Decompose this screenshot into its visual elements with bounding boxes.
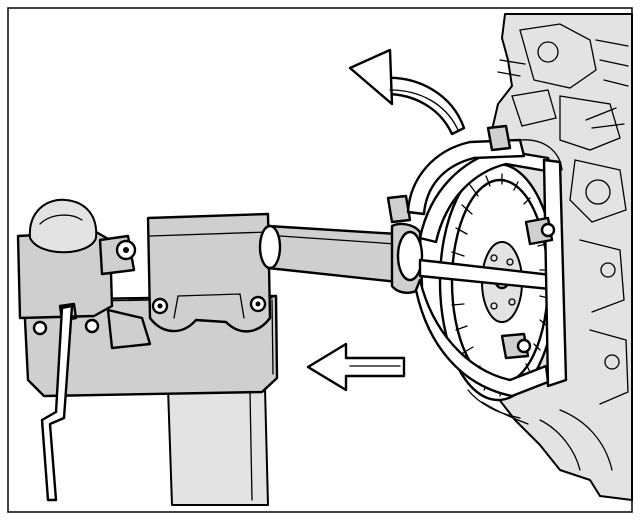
cage-bar-right <box>542 158 568 388</box>
stand-post <box>167 387 269 506</box>
curved-arrow-icon <box>348 48 466 136</box>
cage-adapter <box>386 124 568 398</box>
clamp-block <box>146 212 272 333</box>
straight-arrow-left-icon <box>306 342 406 392</box>
cage-bar-top <box>406 138 526 216</box>
cage-bolts <box>486 124 556 360</box>
rotating-head <box>16 198 152 502</box>
engine-assembly <box>438 13 633 501</box>
support-arm <box>258 224 400 284</box>
crank-handle <box>40 304 74 502</box>
